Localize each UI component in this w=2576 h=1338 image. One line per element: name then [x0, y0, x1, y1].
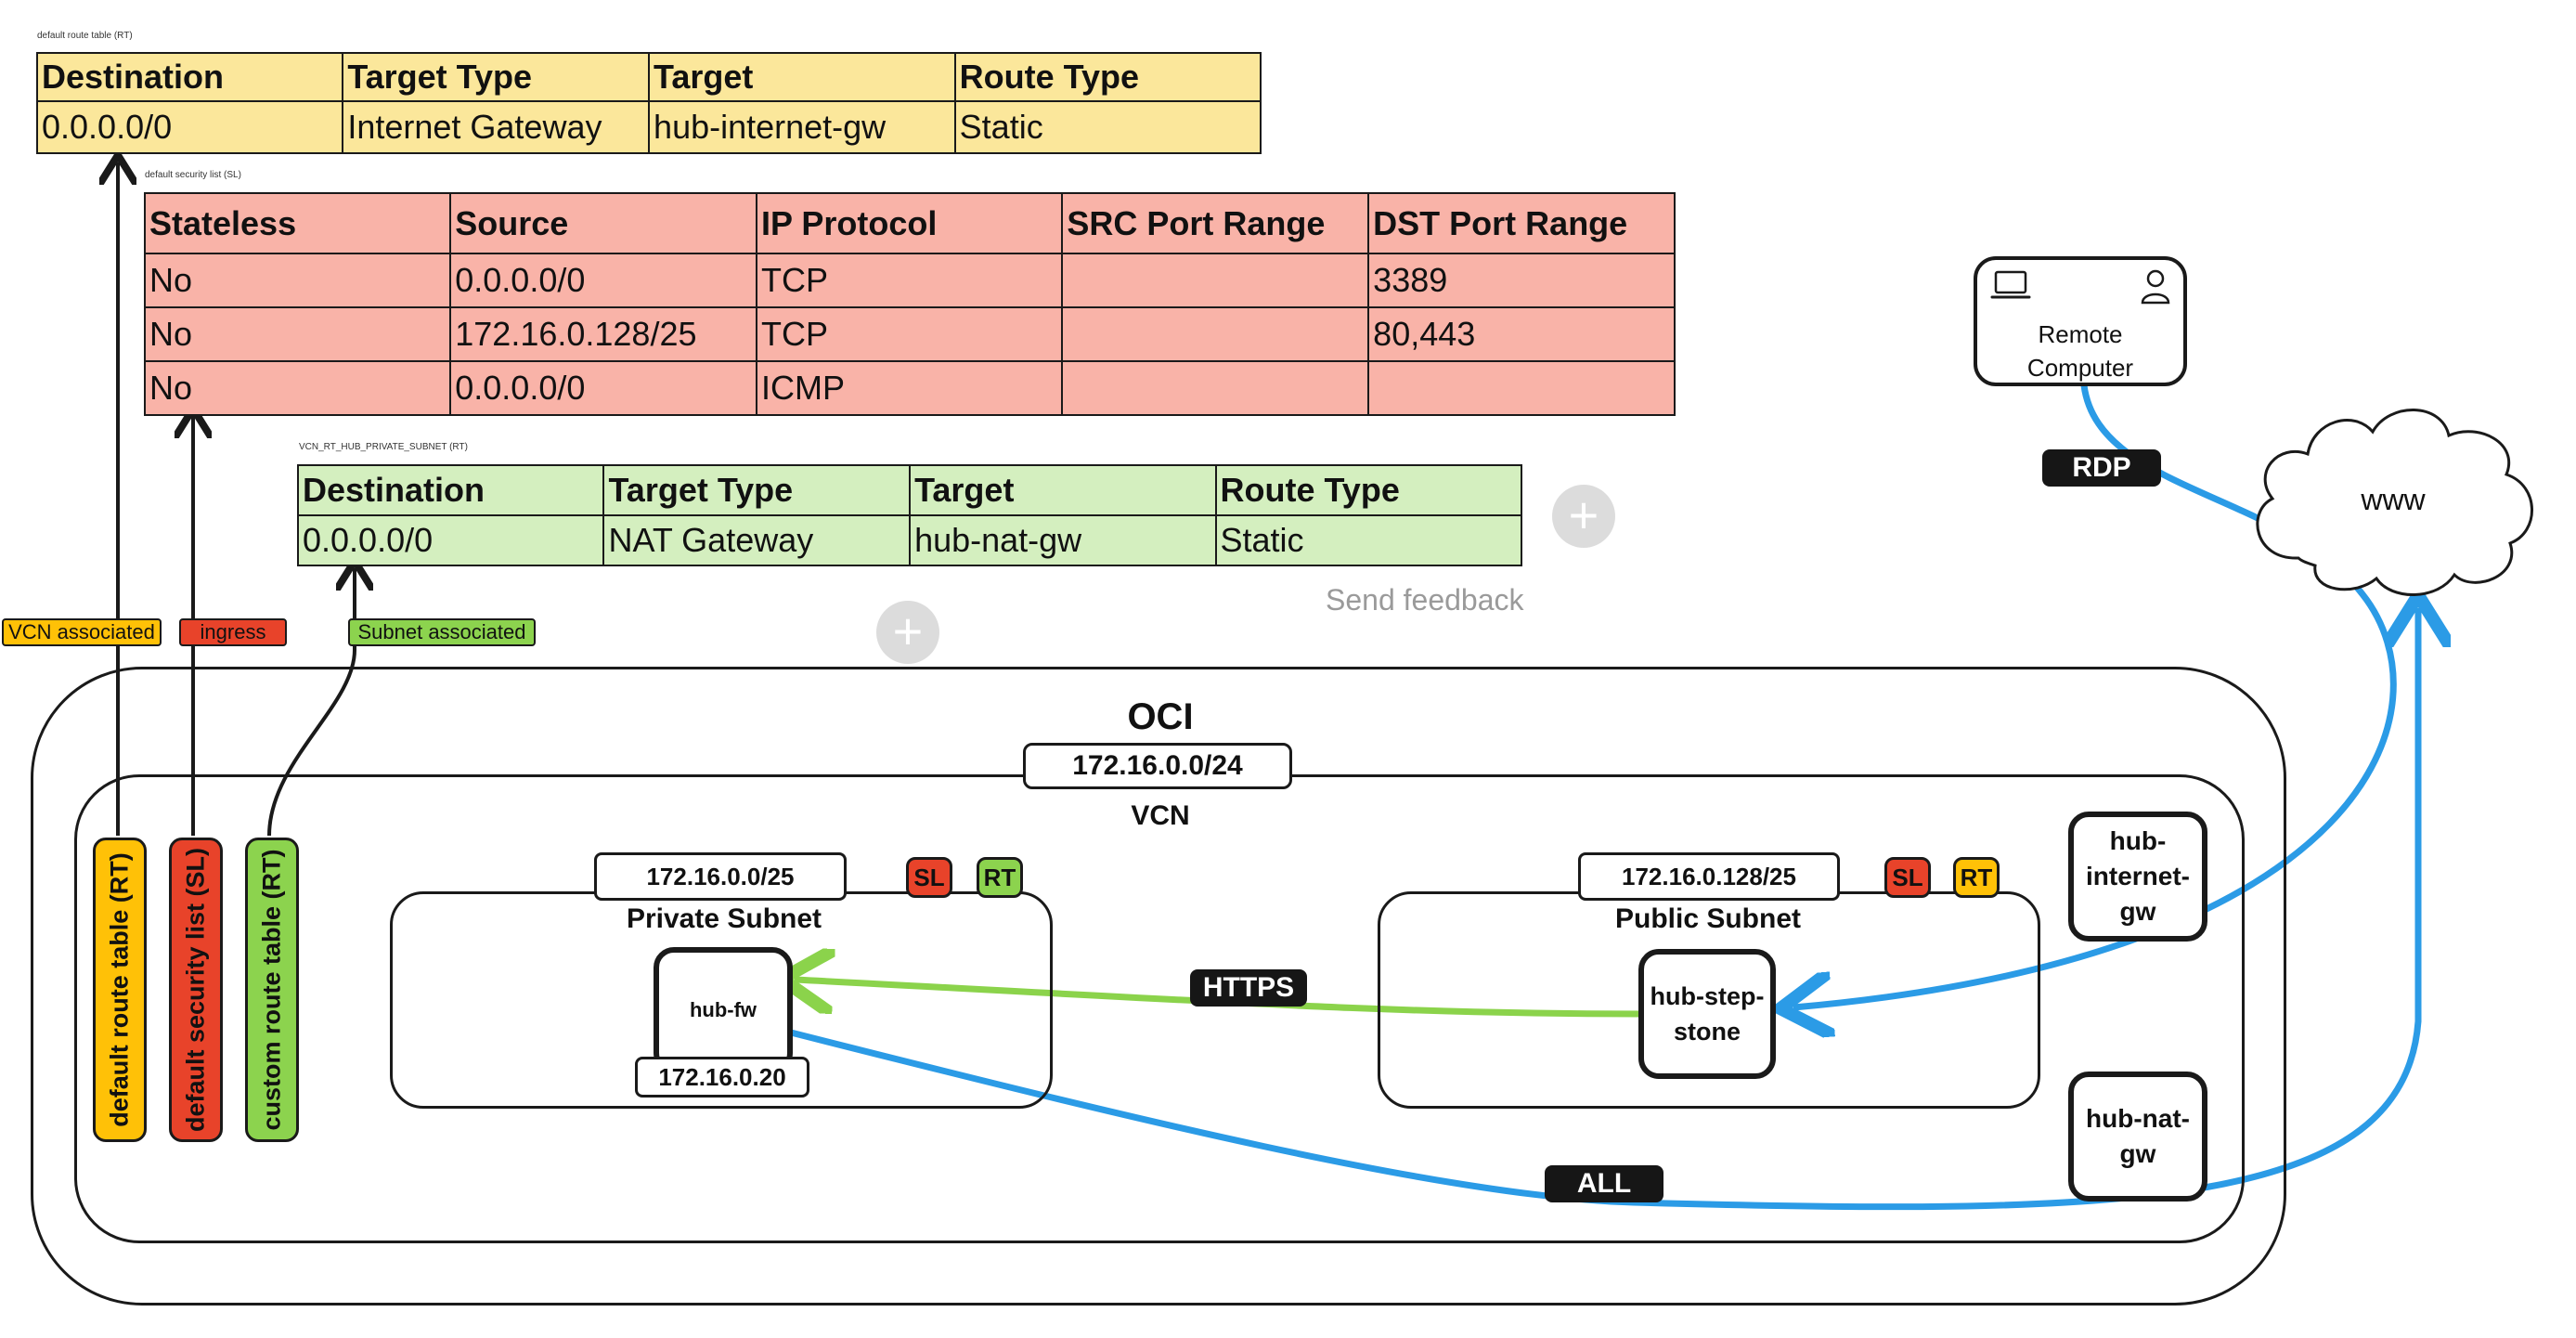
table-cell: No — [143, 360, 452, 416]
default-sl-caption: default security list (SL) — [145, 170, 241, 180]
public-subnet-cidr: 172.16.0.128/25 — [1578, 852, 1840, 901]
table-cell: 3389 — [1367, 253, 1676, 308]
https-flow-label: HTTPS — [1190, 969, 1307, 1007]
oci-region-container — [31, 667, 2286, 1306]
user-icon — [2141, 269, 2170, 305]
table-cell: 0.0.0.0/0 — [35, 100, 344, 154]
table-header: Destination — [35, 52, 344, 102]
public-subnet-sl-badge: SL — [1884, 857, 1931, 898]
table-cell — [1061, 360, 1370, 416]
table-header: Target Type — [602, 464, 912, 516]
table-header: Target — [909, 464, 1217, 516]
table-header: IP Protocol — [755, 192, 1064, 254]
default-route-table-vertical-tag: default route table (RT) — [93, 838, 147, 1142]
www-cloud-icon — [2256, 409, 2533, 596]
table-cell — [1061, 306, 1370, 362]
www-label: www — [2361, 483, 2426, 516]
subnet-associated-tag: Subnet associated — [348, 618, 536, 646]
hub-fw-instance[interactable]: hub-fw — [654, 947, 793, 1073]
table-cell: 172.16.0.128/25 — [449, 306, 757, 362]
table-cell: 0.0.0.0/0 — [296, 514, 605, 566]
default-rt-caption: default route table (RT) — [37, 31, 133, 41]
subnet-associated-arrow — [267, 568, 355, 837]
all-flow-label: ALL — [1545, 1165, 1663, 1202]
table-cell: Static — [1214, 514, 1522, 566]
vcn-cidr-badge: 172.16.0.0/24 — [1023, 743, 1292, 789]
private-subnet-cidr: 172.16.0.0/25 — [594, 852, 847, 901]
remote-computer-line1: Remote — [2038, 320, 2123, 348]
table-cell: 0.0.0.0/0 — [449, 360, 757, 416]
remote-computer-line2: Computer — [2026, 354, 2134, 382]
table-cell: hub-internet-gw — [648, 100, 956, 154]
table-header: SRC Port Range — [1061, 192, 1370, 254]
table-row: No 0.0.0.0/0 ICMP — [143, 360, 1676, 416]
table-cell: hub-nat-gw — [909, 514, 1217, 566]
default-security-list-table: Stateless Source IP Protocol SRC Port Ra… — [143, 192, 1676, 416]
table-cell: 0.0.0.0/0 — [449, 253, 757, 308]
hub-internet-gw-node[interactable]: hub-internet-gw — [2068, 812, 2207, 942]
private-subnet-label: Private Subnet — [626, 903, 822, 934]
hub-step-stone-instance[interactable]: hub-step-stone — [1638, 949, 1776, 1079]
vertical-label: default route table (RT) — [105, 852, 134, 1127]
table-header: Stateless — [143, 192, 452, 254]
custom-route-table-vertical-tag: custom route table (RT) — [245, 838, 299, 1142]
table-row: 0.0.0.0/0 Internet Gateway hub-internet-… — [35, 100, 1262, 154]
table-header: DST Port Range — [1367, 192, 1676, 254]
remote-computer-node[interactable]: Remote Computer — [1974, 256, 2187, 386]
table-cell: TCP — [755, 253, 1064, 308]
table-cell: ICMP — [755, 360, 1064, 416]
hub-nat-gw-node[interactable]: hub-nat-gw — [2068, 1072, 2207, 1202]
default-route-table: Destination Target Type Target Route Typ… — [35, 52, 1262, 154]
add-plus-button[interactable]: + — [876, 601, 939, 664]
laptop-icon — [1990, 270, 2031, 299]
all-flow-line — [790, 608, 2418, 1211]
table-row: No 0.0.0.0/0 TCP 3389 — [143, 253, 1676, 308]
table-cell: NAT Gateway — [602, 514, 912, 566]
custom-rt-caption: VCN_RT_HUB_PRIVATE_SUBNET (RT) — [299, 442, 468, 452]
public-subnet-rt-badge: RT — [1953, 857, 2000, 898]
table-row: No 172.16.0.128/25 TCP 80,443 — [143, 306, 1676, 362]
table-header: Target — [648, 52, 956, 102]
table-header: Destination — [296, 464, 605, 516]
table-cell: 80,443 — [1367, 306, 1676, 362]
add-plus-button[interactable]: + — [1552, 485, 1615, 548]
table-header: Source — [449, 192, 757, 254]
table-row: 0.0.0.0/0 NAT Gateway hub-nat-gw Static — [296, 514, 1522, 566]
table-cell: No — [143, 306, 452, 362]
remote-computer-label: Remote Computer — [1977, 318, 2183, 384]
rdp-flow-label: RDP — [2042, 449, 2161, 487]
table-header: Target Type — [342, 52, 651, 102]
private-subnet-rt-badge: RT — [977, 857, 1023, 898]
table-cell — [1061, 253, 1370, 308]
custom-route-table: Destination Target Type Target Route Typ… — [296, 464, 1522, 566]
vertical-label: custom route table (RT) — [257, 849, 286, 1131]
vcn-label: VCN — [1131, 800, 1190, 831]
private-subnet-sl-badge: SL — [906, 857, 952, 898]
hub-fw-ip-badge: 172.16.0.20 — [635, 1057, 809, 1098]
table-header: Route Type — [1214, 464, 1522, 516]
send-feedback-link[interactable]: Send feedback — [1326, 583, 1524, 617]
oci-title: OCI — [1127, 696, 1194, 737]
vcn-associated-tag: VCN associated — [2, 618, 162, 646]
default-security-list-vertical-tag: default security list (SL) — [169, 838, 223, 1142]
vertical-label: default security list (SL) — [181, 847, 210, 1133]
table-cell: No — [143, 253, 452, 308]
table-cell: Static — [953, 100, 1262, 154]
ingress-tag: ingress — [179, 618, 287, 646]
public-subnet-label: Public Subnet — [1614, 903, 1801, 934]
table-header: Route Type — [953, 52, 1262, 102]
table-cell — [1367, 360, 1676, 416]
table-cell: TCP — [755, 306, 1064, 362]
table-cell: Internet Gateway — [342, 100, 651, 154]
